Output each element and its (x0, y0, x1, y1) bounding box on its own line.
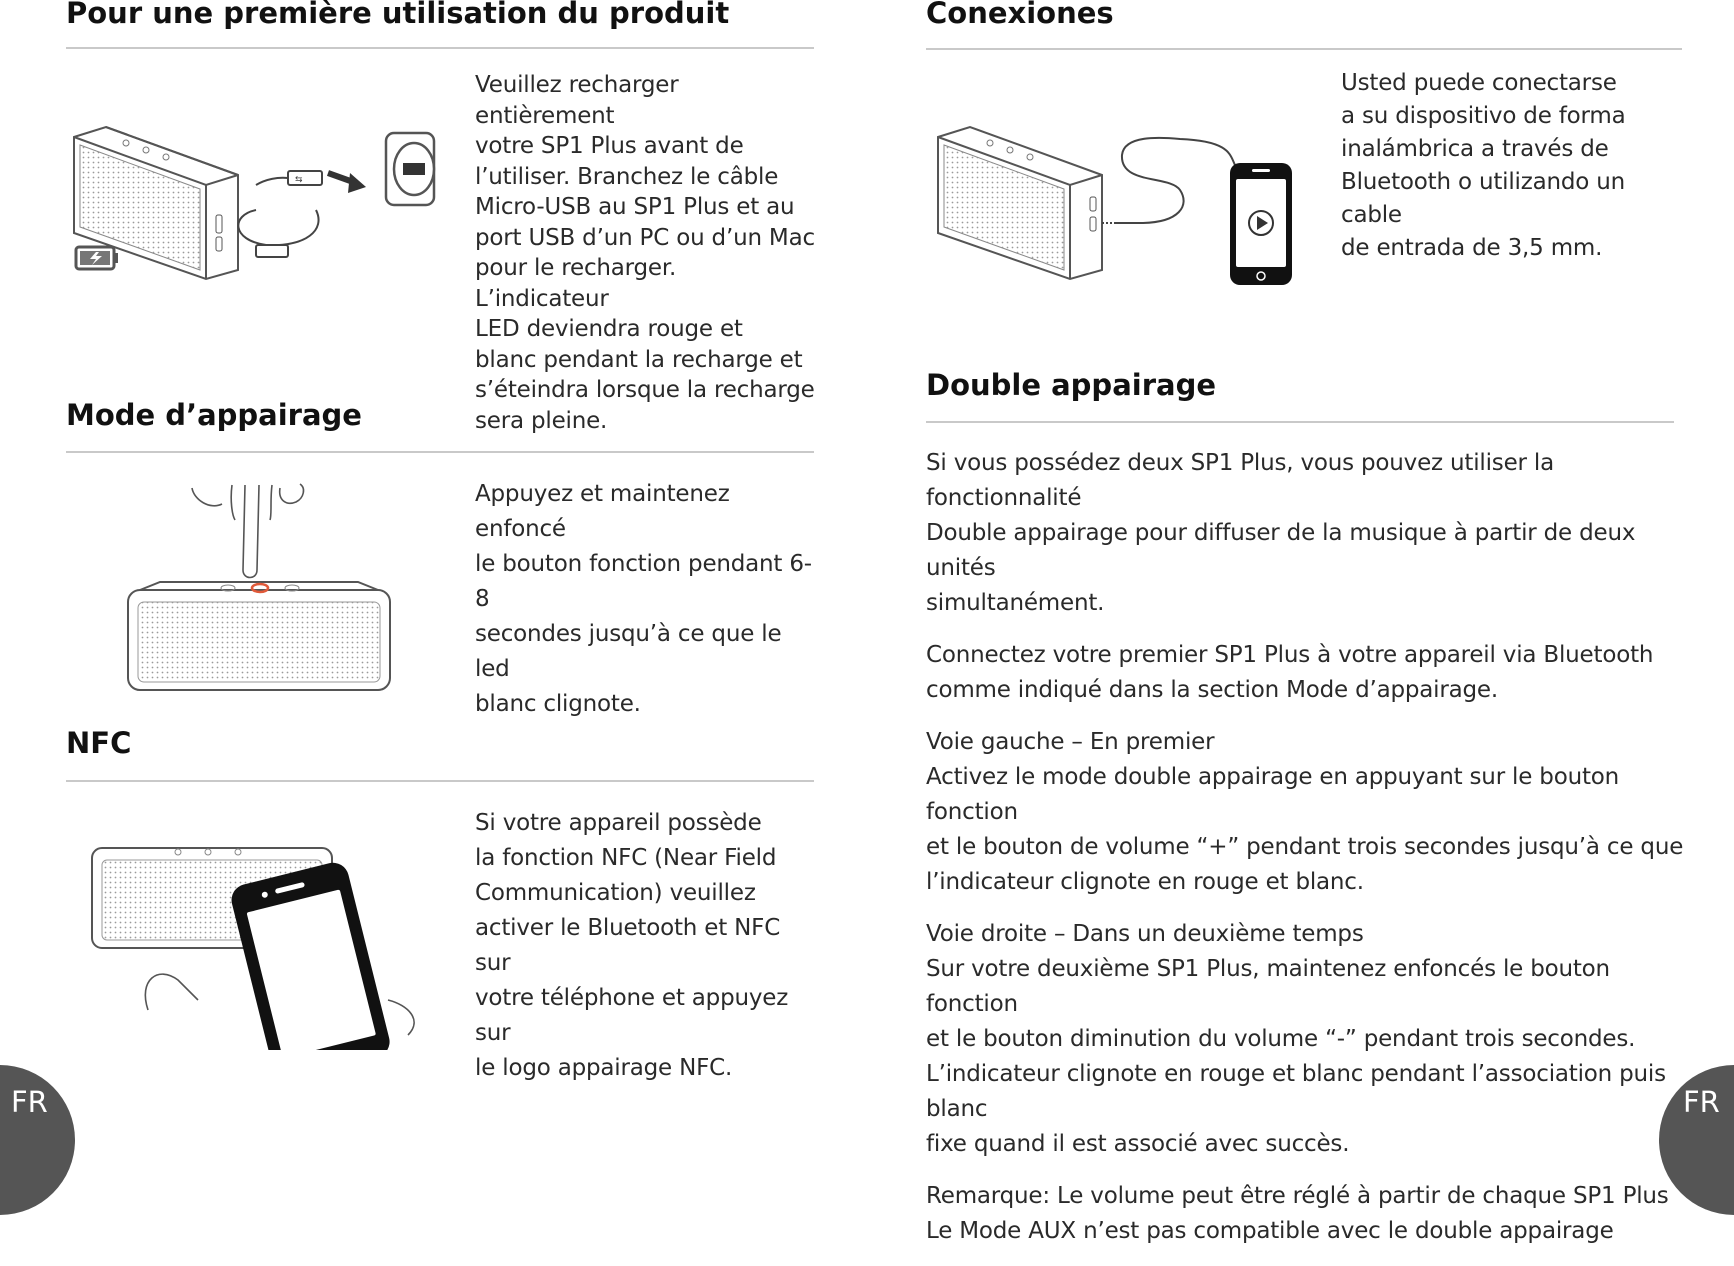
play-icon (1248, 210, 1274, 236)
divider (66, 780, 814, 782)
speaker-aux-phone-illustration (937, 125, 1292, 285)
double-pairing-paragraph-1: Si vous possédez deux SP1 Plus, vous pou… (926, 450, 1636, 616)
divider (66, 47, 814, 49)
divider (926, 421, 1674, 423)
page-label-right: FR (1683, 1085, 1720, 1119)
speaker-usb-charging-illustration: ⇆ (73, 125, 436, 281)
svg-text:⇆: ⇆ (295, 175, 303, 185)
phone-nfc-tap-illustration (91, 847, 415, 1050)
nfc-text: Si votre appareil possède la fonction NF… (475, 810, 789, 1081)
page-badge-left: FR (0, 1065, 75, 1215)
double-pairing-paragraph-2: Connectez votre premier SP1 Plus à votre… (926, 642, 1654, 703)
battery-charging-icon (74, 245, 118, 271)
section-title-connections: Conexiones (926, 0, 1114, 30)
double-pairing-paragraph-5: Remarque: Le volume peut être réglé à pa… (926, 1183, 1669, 1244)
pairing-mode-text: Appuyez et maintenez enfoncé le bouton f… (475, 481, 812, 717)
divider (926, 48, 1682, 50)
finger-pressing-button-illustration (127, 483, 391, 691)
section-title-pairing-mode: Mode d’appairage (66, 398, 362, 432)
double-pairing-body: Si vous possédez deux SP1 Plus, vous pou… (926, 446, 1686, 1266)
first-use-text: Veuillez recharger entièrement votre SP1… (475, 72, 815, 434)
connections-text: Usted puede conectarse a su dispositivo … (1341, 70, 1626, 261)
section-title-double-pairing: Double appairage (926, 368, 1216, 402)
page-label-left: FR (11, 1085, 48, 1119)
double-pairing-paragraph-4: Voie droite – Dans un deuxième temps Sur… (926, 921, 1666, 1157)
section-title-nfc: NFC (66, 726, 132, 760)
divider (66, 451, 814, 453)
section-title-first-use: Pour une première utilisation du produit (66, 0, 730, 30)
double-pairing-paragraph-3: Voie gauche – En premier Activez le mode… (926, 729, 1684, 895)
